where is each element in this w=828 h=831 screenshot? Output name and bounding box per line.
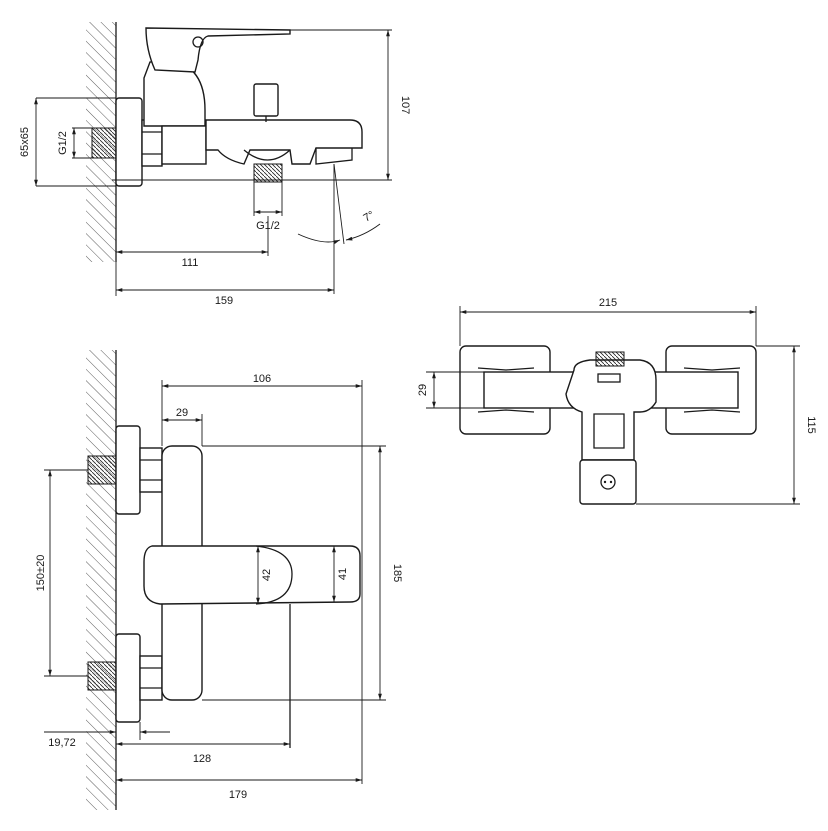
dim-handle-height-label: 42 [261,569,273,581]
dim-angle-label: 7° [362,209,377,225]
dim-inlet-thread-label: G1/2 [57,131,69,155]
lower-inlet-thread [87,661,117,691]
front-view: 106 29 42 41 185 150±20 19,72 128 179 [35,350,403,810]
wall-hatch-front [86,350,116,810]
dim-total-width-label: 215 [599,297,617,309]
cartridge-cap-top [579,459,637,505]
dim-inlet-spacing-label: 150±20 [35,555,47,592]
lower-wall-plate [115,633,141,723]
upper-inlet-thread [87,455,117,485]
dim-total-depth-label: 179 [229,789,247,801]
handle-front [143,545,361,605]
top-view: 215 29 115 [417,297,817,505]
nut-side [141,119,163,167]
dim-handle-reach-label: 128 [193,753,211,765]
wall-plate-side [115,97,143,187]
outlet-thread-side [253,163,283,183]
top-thread [595,351,625,367]
dim-spout-length-label: 159 [215,295,233,307]
dim-body-offset-label: 29 [176,407,188,419]
dim-depth-label: 115 [805,416,817,434]
dim-height-label: 107 [399,96,411,114]
dim-plate-depth-label: 19,72 [48,737,76,749]
dim-handle-tip-label: 41 [337,568,349,580]
dim-outlet-distance-label: 111 [182,257,199,269]
upper-wall-plate [115,425,141,515]
diverter-knob-side [253,83,279,117]
dim-plate-side-label: 29 [417,384,429,396]
dim-wall-plate-label: 65x65 [19,127,31,157]
inlet-thread-side [91,127,117,159]
dim-body-width-label: 106 [253,373,271,385]
spout-side [205,119,363,165]
lever-side [145,27,291,73]
side-view: 65x65 G1/2 G1/2 107 7° 111 159 [19,22,411,307]
dim-body-height-label: 185 [391,564,403,582]
centre-body-top [565,359,657,461]
